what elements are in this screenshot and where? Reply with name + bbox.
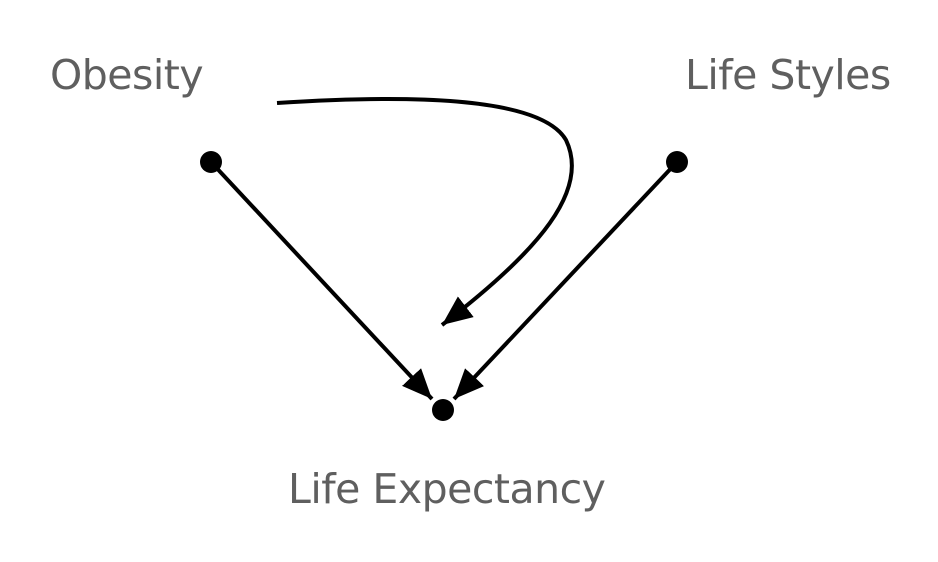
node-obesity-dot xyxy=(200,151,222,173)
node-label-life-styles: Life Styles xyxy=(685,51,891,99)
edge-life-styles-to-life-expectancy xyxy=(452,160,679,401)
edge-curved-arrow xyxy=(276,96,574,327)
node-life-styles-dot xyxy=(666,151,688,173)
node-life-expectancy-dot xyxy=(432,399,454,421)
node-label-obesity: Obesity xyxy=(50,51,204,99)
edge-obesity-to-life-expectancy xyxy=(209,160,434,401)
node-label-life-expectancy: Life Expectancy xyxy=(288,465,606,513)
